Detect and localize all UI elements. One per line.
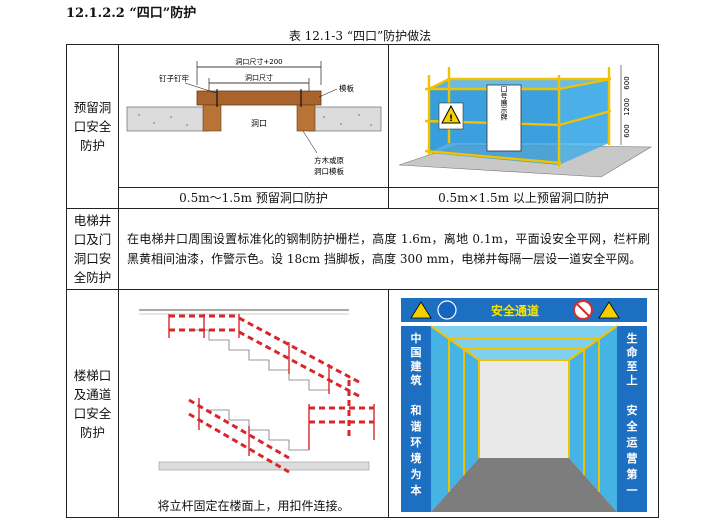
caption-small-opening: 0.5m～1.5m 预留洞口防护	[118, 187, 389, 209]
svg-text:命: 命	[626, 345, 639, 359]
dim-label-1: 600	[623, 76, 631, 89]
board-label: 模板	[339, 83, 354, 93]
tunnel-roof	[431, 326, 617, 360]
nail-label: 钉子钉牢	[159, 73, 189, 83]
right-slogan-panel	[617, 326, 647, 512]
svg-text:生: 生	[627, 331, 638, 345]
svg-text:安: 安	[627, 403, 638, 417]
table-row-reserved-opening-captions: 0.5m～1.5m 预留洞口防护 0.5m×1.5m 以上预留洞口防护	[67, 187, 659, 209]
svg-text:运: 运	[627, 436, 638, 449]
warning-icon-left	[410, 301, 432, 319]
floor-slab-left	[126, 106, 210, 132]
slogan-text: 口号展示牌	[500, 86, 508, 122]
svg-text:至: 至	[627, 360, 638, 373]
lower-flight	[209, 409, 309, 451]
warning-icon-right	[598, 301, 620, 319]
ground-slab	[158, 461, 370, 471]
cover-board	[196, 90, 322, 106]
svg-text:!: !	[449, 114, 453, 124]
warning-triangle-icon	[441, 104, 461, 124]
safe-passage-drawing: 安全通道	[401, 298, 647, 512]
large-opening-drawing: ! 口号展示牌 600 1200 600	[398, 65, 653, 178]
right-slogan-text: 生 命 至 上 安 全 运 营 第 一	[626, 331, 639, 497]
svg-text:国: 国	[411, 346, 422, 359]
hole-label: 洞口	[251, 118, 267, 128]
railing-posts	[168, 314, 375, 456]
guard-railings	[169, 314, 374, 474]
upper-flight	[189, 329, 329, 391]
svg-text:本: 本	[411, 483, 422, 497]
timber-left	[202, 104, 222, 132]
helmet-icon	[437, 300, 457, 320]
caption-stair: 将立杆固定在楼面上，用扣件连接。	[157, 499, 350, 513]
row-label-elevator-shaft: 电梯井 口及门 洞口安 全防护	[66, 208, 119, 290]
tunnel-right-wall	[569, 326, 617, 512]
dim-top-label: 洞口尺寸+200	[235, 57, 282, 66]
svg-text:营: 营	[627, 451, 638, 465]
row-label-reserved-opening: 预留洞 口安全 防护	[66, 44, 119, 209]
four-openings-table: 预留洞 口安全 防护 洞口尺寸+200 洞口尺寸	[66, 44, 659, 518]
left-slogan-panel	[401, 326, 431, 512]
elevator-shaft-description: 在电梯井口周围设置标准化的钢制防护栅栏，高度 1.6m，离地 0.1m，平面设安…	[127, 232, 650, 266]
table-caption: 表 12.1-3 “四口”防护做法	[288, 29, 432, 43]
stair-railing-drawing	[139, 309, 375, 474]
scaffold-poles	[424, 67, 612, 167]
svg-text:境: 境	[411, 451, 422, 465]
timber-label-2: 洞口模板	[314, 166, 344, 176]
tunnel-frame	[430, 325, 618, 492]
caption-large-opening: 0.5m×1.5m 以上预留洞口防护	[388, 187, 659, 209]
svg-text:一: 一	[627, 484, 638, 497]
dim-inner-label: 洞口尺寸	[245, 73, 273, 82]
timber-right	[296, 104, 316, 132]
svg-text:全: 全	[626, 419, 639, 433]
table-row-elevator-shaft: 电梯井 口及门 洞口安 全防护 在电梯井口周围设置标准化的钢制防护栅栏，高度 1…	[66, 208, 659, 290]
tunnel-floor	[431, 458, 617, 512]
svg-text:谐: 谐	[411, 419, 422, 433]
mesh-panel-right	[559, 79, 609, 165]
cell-stair-figure: 将立杆固定在楼面上，用扣件连接。	[118, 289, 389, 518]
tunnel-far-opening	[479, 360, 569, 458]
tunnel-left-wall	[431, 326, 479, 512]
section-heading: 12.1.2.2 “四口”防护	[66, 6, 197, 21]
row-label-stairway: 楼梯口 及通道 口安全 防护	[66, 289, 119, 518]
small-opening-drawing: 洞口尺寸+200 洞口尺寸	[126, 57, 382, 176]
dim-label-3: 600	[623, 124, 631, 137]
slogan-board	[486, 84, 522, 152]
svg-text:中: 中	[411, 331, 422, 345]
cell-large-opening-figure: ! 口号展示牌 600 1200 600	[388, 44, 659, 188]
svg-text:建: 建	[411, 359, 423, 373]
svg-text:第: 第	[627, 467, 638, 481]
svg-text:为: 为	[411, 467, 422, 481]
table-row-reserved-opening: 预留洞 口安全 防护 洞口尺寸+200 洞口尺寸	[66, 44, 659, 209]
table-row-stairway: 楼梯口 及通道 口安全 防护	[66, 289, 659, 518]
svg-text:环: 环	[411, 436, 422, 449]
dim-label-2: 1200	[623, 98, 631, 116]
banner-text: 安全通道	[491, 303, 539, 318]
timber-label-1: 方木或原	[314, 155, 344, 165]
svg-text:和: 和	[411, 403, 422, 417]
cell-safe-passage-figure: 安全通道	[388, 289, 659, 518]
svg-text:上: 上	[627, 373, 638, 387]
floor-slab-right	[308, 106, 382, 132]
cell-small-opening-figure: 洞口尺寸+200 洞口尺寸	[118, 44, 389, 188]
left-slogan-text: 中 国 建 筑 和 谐 环 境 为 本	[411, 331, 423, 497]
svg-text:筑: 筑	[411, 373, 422, 387]
cell-elevator-shaft-text: 在电梯井口周围设置标准化的钢制防护栅栏，高度 1.6m，离地 0.1m，平面设安…	[118, 208, 659, 290]
